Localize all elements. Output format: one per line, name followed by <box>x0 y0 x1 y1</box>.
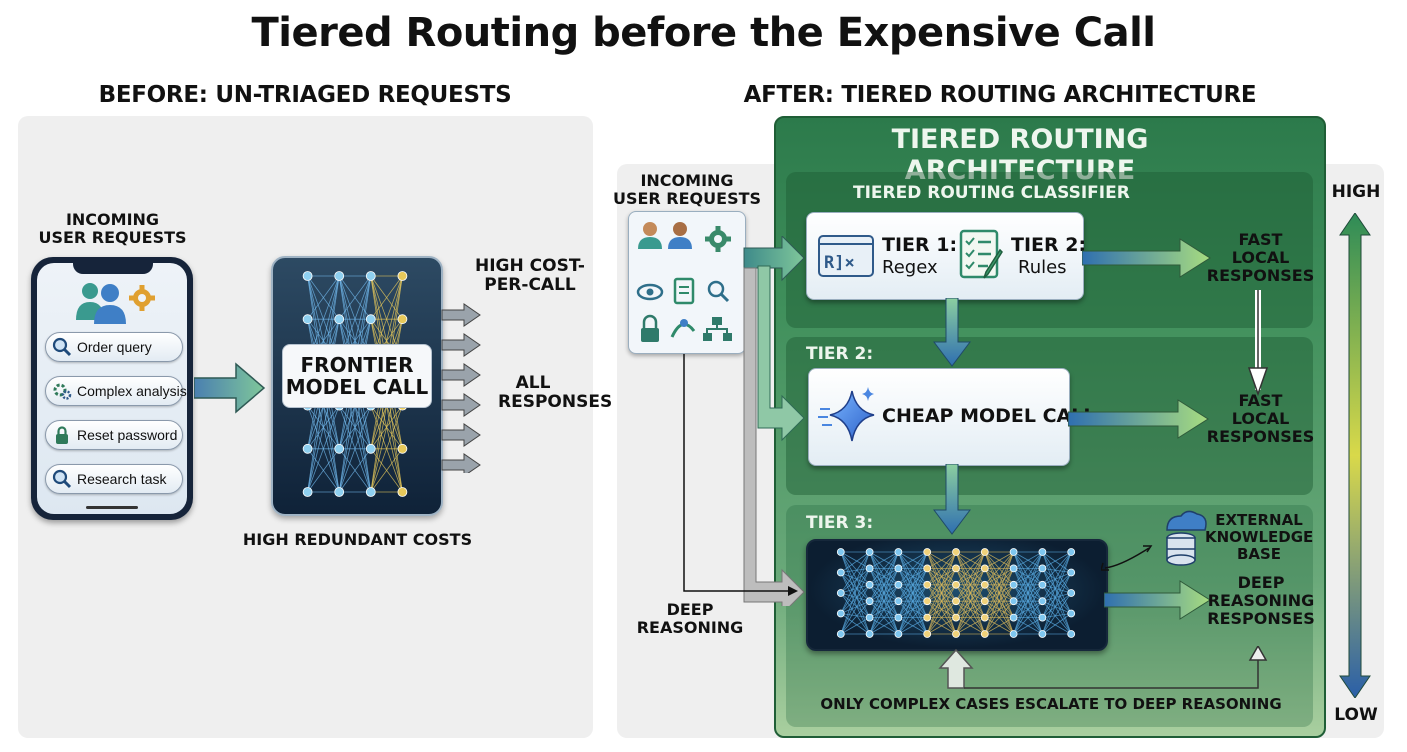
scale-low-label: LOW <box>1334 705 1378 725</box>
frontier-output-arrows <box>441 303 481 473</box>
search-icon <box>52 469 72 489</box>
high-cost-label: HIGH COST- PER-CALL <box>475 256 585 295</box>
request-pill[interactable]: Reset password <box>45 420 183 450</box>
before-heading: BEFORE: UN-TRIAGED REQUESTS <box>98 82 512 108</box>
request-pill-label: Complex analysis <box>77 383 187 399</box>
deep-reasoning-side-label: DEEP REASONING <box>636 600 744 637</box>
deep-responses-label: DEEP REASONING RESPONSES <box>1207 573 1315 628</box>
request-pill-label: Reset password <box>77 427 178 443</box>
regex-icon: R]× <box>818 235 874 277</box>
request-icons-grid <box>636 222 732 342</box>
redundant-costs-label: HIGH REDUNDANT COSTS <box>242 530 473 549</box>
page-title: Tiered Routing before the Expensive Call <box>251 10 1156 56</box>
external-knowledge-label: EXTERNAL KNOWLEDGE BASE <box>1205 511 1314 563</box>
escalation-arrows <box>938 646 1268 689</box>
arrow-to-deep-responses <box>1104 580 1211 620</box>
users-gear-icon <box>76 283 155 324</box>
arrow-to-fast-responses-2 <box>1068 399 1209 439</box>
request-pill-label: Research task <box>77 471 167 487</box>
tier3-band-label: TIER 3: <box>806 513 874 533</box>
request-pill[interactable]: Complex analysis <box>45 376 187 406</box>
frontier-model-text: FRONTIER MODEL CALL <box>285 353 429 399</box>
before-incoming-label: INCOMING USER REQUESTS <box>38 210 187 247</box>
arrow-tier2-to-tier3 <box>933 464 971 535</box>
all-responses-label: ALL RESPONSES <box>498 373 613 412</box>
sparkle-icon <box>818 387 875 442</box>
tier1-subtitle: Regex <box>882 257 938 278</box>
external-knowledge-icon <box>1101 510 1207 571</box>
arrow-to-frontier <box>194 362 266 414</box>
tier2-title: TIER 2: <box>1011 234 1087 256</box>
fast-responses-label-2: FAST LOCAL RESPONSES <box>1206 391 1315 446</box>
architecture-title: TIERED ROUTING ARCHITECTURE <box>891 124 1149 186</box>
fast-responses-label-1: FAST LOCAL RESPONSES <box>1206 230 1315 285</box>
arrow-to-fast-responses-1 <box>1082 238 1211 278</box>
svg-text:R]×: R]× <box>824 253 855 273</box>
cost-scale-arrow <box>1339 213 1371 698</box>
rules-checklist-icon <box>959 229 1003 279</box>
classifier-label: TIERED ROUTING CLASSIFIER <box>853 183 1130 203</box>
fast-responses-down-arrow <box>1247 290 1269 397</box>
request-pill[interactable]: Research task <box>45 464 183 494</box>
arrow-classifier-to-tier2 <box>933 298 971 367</box>
tier2-subtitle: Rules <box>1018 257 1067 278</box>
frontier-model-label: FRONTIER MODEL CALL <box>282 344 432 408</box>
phone-notch <box>73 262 153 274</box>
gears-icon <box>52 381 72 401</box>
cheap-model-label: CHEAP MODEL CALL <box>882 405 1096 427</box>
lock-icon <box>52 425 72 445</box>
routing-arrows <box>683 236 805 606</box>
tier1-title: TIER 1: <box>882 234 958 256</box>
deep-neural-net-icon <box>836 548 1076 638</box>
after-incoming-label: INCOMING USER REQUESTS <box>612 171 762 208</box>
tier2-band-label: TIER 2: <box>806 344 874 364</box>
request-pill-label: Order query <box>77 339 152 355</box>
request-pill[interactable]: Order query <box>45 332 183 362</box>
after-heading: AFTER: TIERED ROUTING ARCHITECTURE <box>743 82 1257 108</box>
phone-home-bar <box>86 506 138 509</box>
escalation-footer: ONLY COMPLEX CASES ESCALATE TO DEEP REAS… <box>820 695 1282 713</box>
scale-high-label: HIGH <box>1331 182 1381 202</box>
search-icon <box>52 337 72 357</box>
